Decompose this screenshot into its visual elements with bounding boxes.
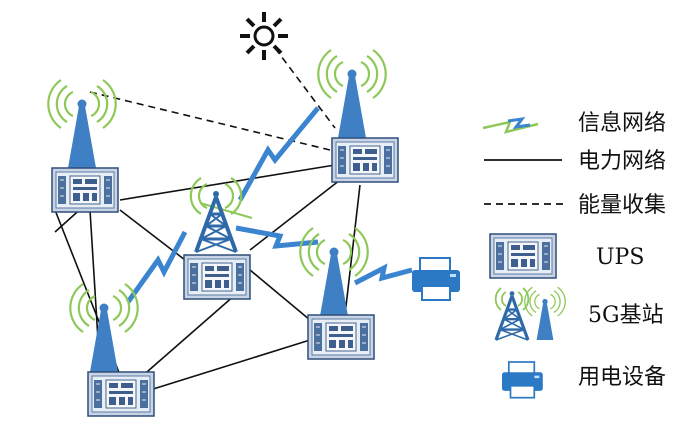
base-station-node-center — [183, 177, 251, 300]
printer-icon — [501, 361, 544, 399]
base-station-node-top-left — [47, 78, 119, 213]
legend-power-device: 用电设备 — [501, 361, 666, 399]
legend: 信息网络 电力网络 能量收集 UPS 5G基站 用电设备 — [482, 111, 666, 399]
legend-label-energy-harvest: 能量收集 — [578, 193, 666, 218]
antenna-icon — [524, 286, 566, 341]
legend-5g-station: 5G基站 — [494, 286, 664, 342]
base-station-node-top-right — [317, 48, 399, 183]
legend-power-network: 电力网络 — [484, 149, 666, 174]
ups-icon — [331, 137, 399, 183]
ups-icon — [307, 314, 375, 360]
antenna-icon — [47, 78, 117, 170]
legend-label-5g-station: 5G基站 — [588, 303, 664, 328]
legend-label-power-device: 用电设备 — [578, 365, 666, 390]
legend-info-network: 信息网络 — [482, 111, 666, 136]
legend-label-info-network: 信息网络 — [578, 111, 666, 136]
legend-label-ups: UPS — [596, 245, 644, 270]
printer-icon — [411, 257, 461, 301]
ups-icon — [87, 371, 155, 417]
ups-icon — [489, 233, 557, 279]
legend-ups: UPS — [489, 233, 644, 279]
antenna-icon — [299, 226, 369, 318]
antenna-icon — [317, 48, 387, 140]
sun-icon — [240, 12, 288, 60]
ups-icon — [51, 167, 119, 213]
info-network-bolts — [125, 106, 413, 304]
base-station-node-bottom-left — [69, 282, 155, 417]
base-station-node-bottom-right — [299, 226, 375, 360]
legend-energy-harvest: 能量收集 — [484, 193, 666, 218]
lattice-tower-icon — [194, 189, 238, 254]
antenna-icon — [69, 282, 139, 374]
lattice-tower-icon — [494, 289, 530, 342]
ups-icon — [183, 254, 251, 300]
legend-label-power-network: 电力网络 — [578, 149, 666, 174]
